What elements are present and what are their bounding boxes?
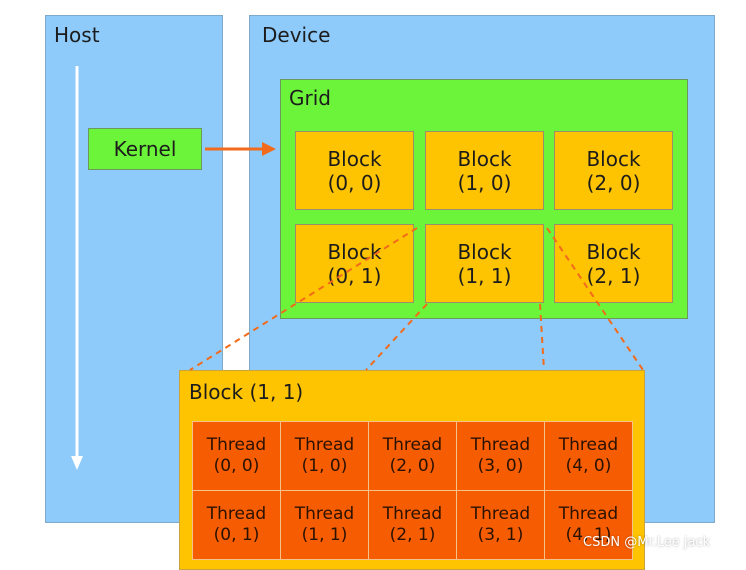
zoom-line-left-outer — [189, 227, 418, 371]
block-coord: (2, 0) — [586, 170, 641, 195]
block-0-1: Block (0, 1) — [295, 224, 414, 303]
thread-row: Thread(0, 1) Thread(1, 1) Thread(2, 1) T… — [192, 490, 633, 560]
thread-3-0: Thread(3, 0) — [456, 421, 545, 491]
zoom-line-left-inner — [365, 303, 428, 371]
host-title: Host — [54, 23, 100, 47]
thread-label: Thread — [470, 435, 531, 455]
grid-title: Grid — [289, 86, 331, 110]
thread-label: Thread — [382, 435, 443, 455]
thread-label: Thread — [382, 504, 443, 524]
thread-0-1: Thread(0, 1) — [192, 490, 281, 560]
thread-coord: (3, 1) — [477, 525, 524, 545]
thread-1-0: Thread(1, 0) — [280, 421, 369, 491]
device-title: Device — [262, 23, 331, 47]
thread-4-0: Thread(4, 0) — [544, 421, 633, 491]
block-label: Block — [586, 239, 641, 264]
thread-coord: (1, 1) — [301, 525, 348, 545]
block-label: Block — [457, 239, 512, 264]
block-2-0: Block (2, 0) — [554, 131, 673, 210]
block-0-0: Block (0, 0) — [295, 131, 414, 210]
block-1-0: Block (1, 0) — [425, 131, 544, 210]
block-label: Block — [586, 146, 641, 171]
block-coord: (0, 0) — [327, 170, 382, 195]
block-2-1: Block (2, 1) — [554, 224, 673, 303]
kernel-box: Kernel — [88, 128, 202, 170]
thread-coord: (1, 0) — [301, 456, 348, 476]
kernel-to-grid-arrowhead — [262, 142, 276, 156]
thread-label: Thread — [294, 504, 355, 524]
thread-coord: (3, 0) — [477, 456, 524, 476]
block-detail-panel: Block (1, 1) Thread(0, 0) Thread(1, 0) T… — [179, 370, 645, 570]
thread-coord: (4, 0) — [565, 456, 612, 476]
thread-coord: (0, 1) — [213, 525, 260, 545]
block-coord: (2, 1) — [586, 263, 641, 288]
thread-1-1: Thread(1, 1) — [280, 490, 369, 560]
block-coord: (1, 1) — [457, 263, 512, 288]
thread-0-0: Thread(0, 0) — [192, 421, 281, 491]
block-coord: (0, 1) — [327, 263, 382, 288]
host-timeline-arrowhead — [71, 456, 83, 470]
watermark: CSDN @Mr.Lee jack — [583, 535, 711, 550]
thread-coord: (2, 0) — [389, 456, 436, 476]
thread-3-1: Thread(3, 1) — [456, 490, 545, 560]
thread-2-1: Thread(2, 1) — [368, 490, 457, 560]
thread-label: Thread — [558, 435, 619, 455]
thread-coord: (0, 0) — [213, 456, 260, 476]
thread-label: Thread — [470, 504, 531, 524]
thread-label: Thread — [206, 504, 267, 524]
block-coord: (1, 0) — [457, 170, 512, 195]
thread-row: Thread(0, 0) Thread(1, 0) Thread(2, 0) T… — [192, 421, 633, 491]
zoom-line-right-inner — [539, 303, 545, 371]
block-label: Block — [457, 146, 512, 171]
thread-coord: (4, 1) — [565, 525, 612, 545]
thread-label: Thread — [294, 435, 355, 455]
block-label: Block — [327, 146, 382, 171]
zoom-line-right-outer — [546, 227, 644, 371]
thread-table: Thread(0, 0) Thread(1, 0) Thread(2, 0) T… — [192, 421, 633, 560]
thread-4-1: Thread(4, 1) — [544, 490, 633, 560]
host-panel: Host — [45, 15, 223, 523]
block-detail-title: Block (1, 1) — [189, 380, 304, 404]
thread-coord: (2, 1) — [389, 525, 436, 545]
block-label: Block — [327, 239, 382, 264]
thread-label: Thread — [206, 435, 267, 455]
block-1-1: Block (1, 1) — [425, 224, 544, 303]
thread-label: Thread — [558, 504, 619, 524]
